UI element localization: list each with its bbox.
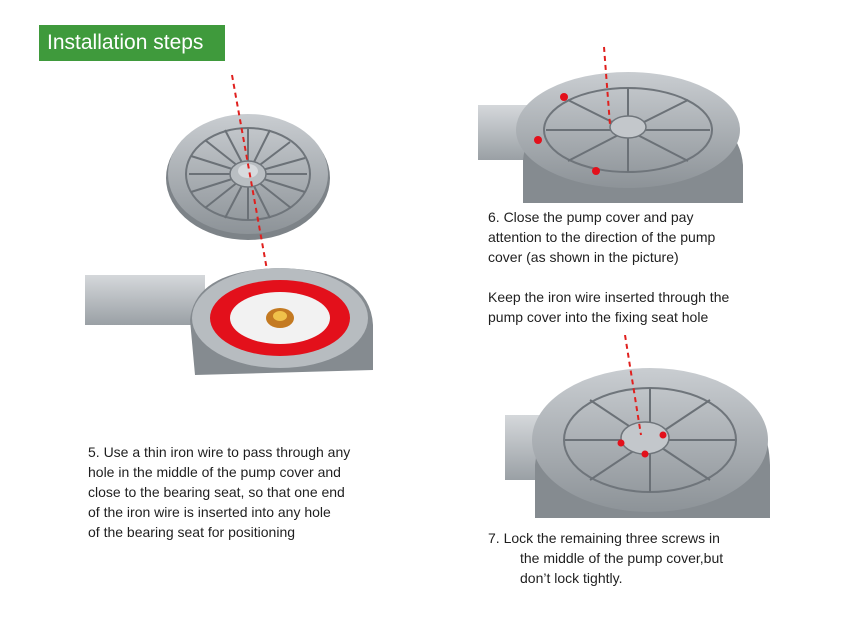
text-line: hole in the middle of the pump cover and <box>88 464 341 480</box>
text-line: Keep the iron wire inserted through the <box>488 289 730 305</box>
text-line: 7. Lock the remaining three screws in <box>488 530 720 546</box>
step7-text: 7. Lock the remaining three screws in th… <box>488 528 723 588</box>
text-line: close to the bearing seat, so that one e… <box>88 484 345 500</box>
step6-text: 6. Close the pump cover and pay attentio… <box>488 207 715 267</box>
screw-icon <box>659 431 667 439</box>
screw-icon <box>617 439 625 447</box>
text-line: cover (as shown in the picture) <box>488 249 679 265</box>
pump-pipe <box>85 275 205 325</box>
page-title: Installation steps <box>39 25 225 61</box>
text-line: attention to the direction of the pump <box>488 229 716 245</box>
pump-cover <box>166 114 330 240</box>
text-line: 5. Use a thin iron wire to pass through … <box>88 444 351 460</box>
step5-text: 5. Use a thin iron wire to pass through … <box>88 442 350 542</box>
text-line: the middle of the pump cover,but <box>520 550 724 566</box>
screw-icon <box>641 450 649 458</box>
text-line: don’t lock tightly. <box>520 570 623 586</box>
figure-step7-screws <box>505 335 770 518</box>
guide-line <box>624 335 642 436</box>
text-line: of the bearing seat for positioning <box>88 524 296 540</box>
pump-housing <box>190 268 373 375</box>
guide-line <box>231 74 268 271</box>
text-line: 6. Close the pump cover and pay <box>488 209 694 225</box>
step6-note: Keep the iron wire inserted through the … <box>488 287 729 327</box>
guide-line <box>603 46 611 126</box>
figure-step6-closed-cover <box>478 46 743 203</box>
text-line: of the iron wire is inserted into any ho… <box>88 504 331 520</box>
figure-step5-exploded-pump <box>85 74 373 375</box>
text-line: pump cover into the fixing seat hole <box>488 309 709 325</box>
